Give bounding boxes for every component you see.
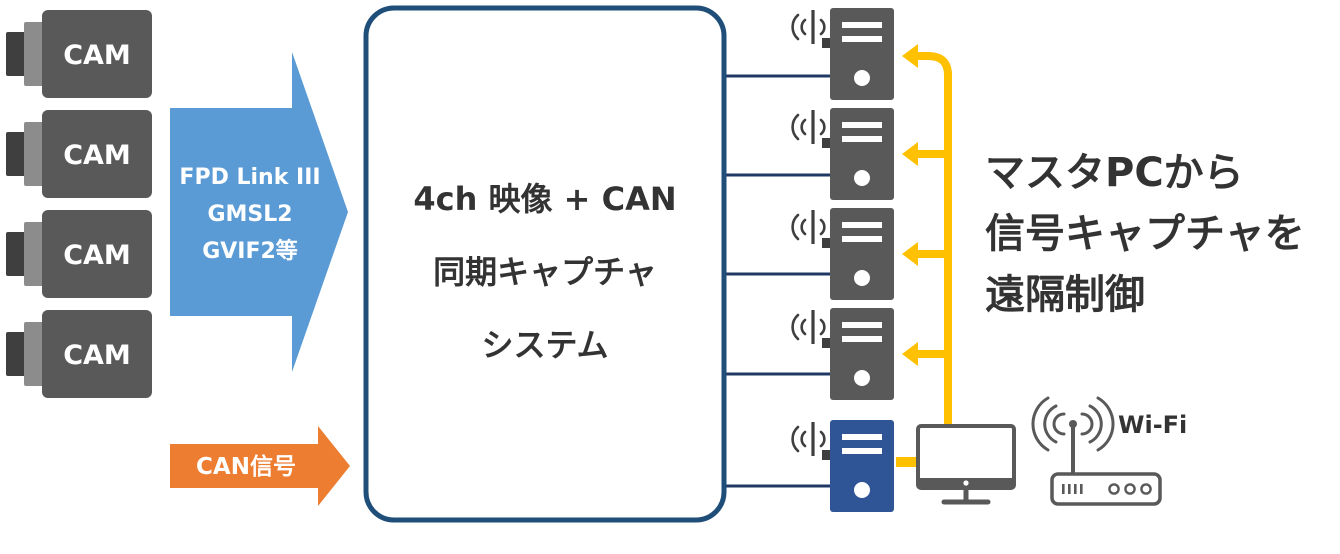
can-signal-arrow: CAN信号 [170,426,350,506]
can-arrow-shape [170,426,350,506]
camera-icon: CAM [6,310,152,398]
antenna-icon [791,110,826,144]
server-icon [830,420,894,512]
remote-control-line-1: マスタPCから [985,150,1244,196]
remote-control-line-2: 信号キャプチャを [985,211,1305,257]
control-arrowhead [902,342,918,366]
can-signal-label: CAN信号 [196,453,296,480]
camera-lens-ring [24,222,44,286]
video-interface-line-1: FPD Link III [179,165,320,190]
capture-system-line-1: 4ch 映像 + CAN [413,180,676,218]
antenna-icon [791,210,826,244]
server-icon [830,108,894,200]
camera-lens-ring [24,22,44,86]
video-interface-line-2: GMSL2 [207,202,292,227]
camera-body [42,10,152,98]
remote-control-text: マスタPCから 信号キャプチャを 遠隔制御 [985,150,1305,318]
camera-label: CAM [63,140,131,171]
camera-lens-ring [24,322,44,386]
capture-system-line-3: システム [481,326,608,364]
camera-lens-ring [24,122,44,186]
server-icon [830,208,894,300]
camera-lens [6,32,26,76]
camera-body [42,110,152,198]
remote-control-line-3: 遠隔制御 [985,272,1145,318]
video-interface-line-3: GVIF2等 [202,238,298,264]
master-server-icon [791,420,894,512]
monitor-icon [916,424,1016,505]
capture-server-group [791,8,894,400]
control-arrowhead [902,142,918,166]
server-icon [791,108,894,200]
control-trunk [914,52,952,426]
server-icon [791,8,894,100]
server-icon [791,208,894,300]
control-arrowhead [902,44,918,68]
antenna-icon [791,10,826,44]
server-icon [791,308,894,400]
camera-body [42,210,152,298]
camera-group: CAM CAM CAM CAM [6,10,152,398]
camera-label: CAM [63,340,131,371]
antenna-icon [791,422,826,456]
camera-label: CAM [63,240,131,271]
camera-icon: CAM [6,10,152,98]
camera-lens [6,232,26,276]
camera-label: CAM [63,40,131,71]
control-arrowhead [902,242,918,266]
camera-body [42,310,152,398]
master-server [791,420,894,512]
wifi-label: Wi-Fi [1118,411,1187,439]
capture-system-line-2: 同期キャプチャ [433,253,657,291]
camera-lens [6,132,26,176]
capture-system-rect [363,5,727,523]
connector-lines [724,74,836,488]
capture-system-box: 4ch 映像 + CAN 同期キャプチャ システム [363,5,727,523]
camera-icon: CAM [6,210,152,298]
camera-lens [6,332,26,376]
server-icon [830,308,894,400]
camera-icon: CAM [6,110,152,198]
antenna-icon [791,310,826,344]
server-icon [830,8,894,100]
wifi-router-icon [1031,396,1162,506]
video-interface-arrow: FPD Link III GMSL2 GVIF2等 [170,52,348,372]
remote-control-arrows [896,44,952,467]
video-arrow-shape [170,52,348,372]
